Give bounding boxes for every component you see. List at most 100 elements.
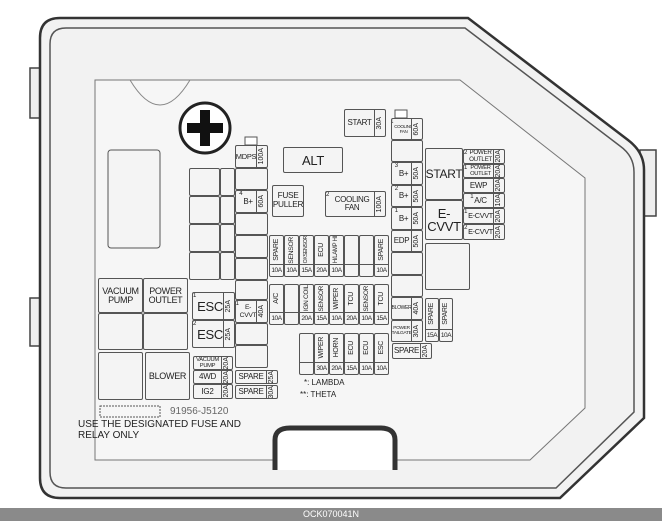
fuse-rating: 10A xyxy=(330,312,343,324)
component-label-text: EDP xyxy=(393,236,410,245)
fuse-rating: 15A xyxy=(315,312,328,324)
fuse-label-text: SPARE xyxy=(272,239,280,261)
position-number: 1 xyxy=(470,194,474,200)
component-label-text: POWER OUTLET xyxy=(470,165,491,177)
fuse-label: WIPER xyxy=(330,285,343,312)
component-label: START xyxy=(426,149,462,199)
component-label: EDP xyxy=(392,231,411,251)
fuse-label xyxy=(285,285,298,312)
component-label: SPARE xyxy=(236,386,266,398)
7-slot: TCU 15A xyxy=(374,284,389,325)
fuse-label: OXSENSOR xyxy=(300,236,313,264)
fuse-rating-text: 25A xyxy=(268,371,275,383)
empty-slot xyxy=(143,313,188,350)
fuse-rating-text: 20A xyxy=(495,179,502,192)
empty-slot xyxy=(235,168,268,190)
fuse-label: SPARE xyxy=(375,236,388,264)
fuse-rating-text: 100A xyxy=(376,195,383,213)
fuse-rating-text: 40A xyxy=(413,302,420,315)
fuse-rating: 30A xyxy=(374,110,385,136)
fuse-label-text: TCU xyxy=(377,291,385,306)
fuse-rating: 15A xyxy=(375,312,388,324)
fwd-slot: 4WD 20A xyxy=(193,370,233,384)
component-label: 1COOLING FAN xyxy=(392,119,411,139)
component-label: SPARE xyxy=(236,371,266,383)
component-label-text: ESC xyxy=(197,298,223,314)
1-slot xyxy=(284,284,299,325)
empty-slot xyxy=(235,323,268,345)
component-label-text: SPARE xyxy=(393,346,420,355)
fuse-rating-text: 20A xyxy=(495,150,502,163)
component-label-text: FUSE PULLER xyxy=(273,191,303,209)
component-label-text: E-CVVT xyxy=(239,304,256,319)
fuse-rating xyxy=(300,362,313,374)
component-label-text: BLOWER xyxy=(392,304,411,311)
fuse-label-text: SPARE xyxy=(442,303,449,325)
fuse-label-text: SENSOR xyxy=(363,285,370,312)
4-slot: WIPER 10A xyxy=(329,284,344,325)
component-label: ALT xyxy=(284,148,342,172)
empty-slot xyxy=(98,352,143,400)
fuse-label xyxy=(300,334,313,362)
component-label: SPARE xyxy=(393,344,420,358)
empty-slot xyxy=(391,140,423,162)
empty-slot xyxy=(189,224,220,252)
fuse-rating: 100A xyxy=(374,192,385,216)
notice-line-1: USE THE DESIGNATED FUSE AND xyxy=(78,419,241,430)
fuse-label-text: WIPER xyxy=(317,337,325,359)
component-label-text: POWER TAILGATE xyxy=(392,325,411,336)
component-label-text: IG2 xyxy=(201,386,214,396)
position-number: 1 xyxy=(392,119,394,125)
fuse-rating-text: 40A xyxy=(258,305,265,318)
fuse-rating: 25A xyxy=(223,321,234,347)
fuse-label xyxy=(345,236,358,264)
component-label-text: E-CVVT xyxy=(468,227,493,237)
fuse-rating: 20A xyxy=(221,371,232,383)
component-label-text: 4WD xyxy=(199,372,216,381)
fuse-rating-text: 20A xyxy=(495,165,502,177)
component-label: 4WD xyxy=(194,371,221,383)
fuse-rating: 10A xyxy=(360,312,373,324)
fuse-rating-text: 20A xyxy=(495,209,502,223)
component-label-text: B+ xyxy=(398,191,409,200)
fuse-rating: 15A xyxy=(345,362,358,374)
fuse-rating xyxy=(345,264,358,276)
component-label-text: B+ xyxy=(398,168,409,178)
component-label-text: B+ xyxy=(243,196,253,206)
fuse-label: ESC xyxy=(375,334,388,362)
fuse-label: H/LAMP HI xyxy=(330,236,343,264)
fuse-label-text: WIPER xyxy=(332,287,340,310)
fuse-rating-text: 100A xyxy=(258,148,265,165)
fuse-rating: 20A xyxy=(300,312,313,324)
component-label: EWP xyxy=(464,179,493,192)
component-label: BLOWER xyxy=(392,298,411,319)
position-number: 2 xyxy=(326,192,330,198)
fuse-rating: 10A xyxy=(440,329,452,341)
fuse-label: A/C xyxy=(270,285,283,312)
fuse-rating-text: 20A xyxy=(223,357,230,369)
